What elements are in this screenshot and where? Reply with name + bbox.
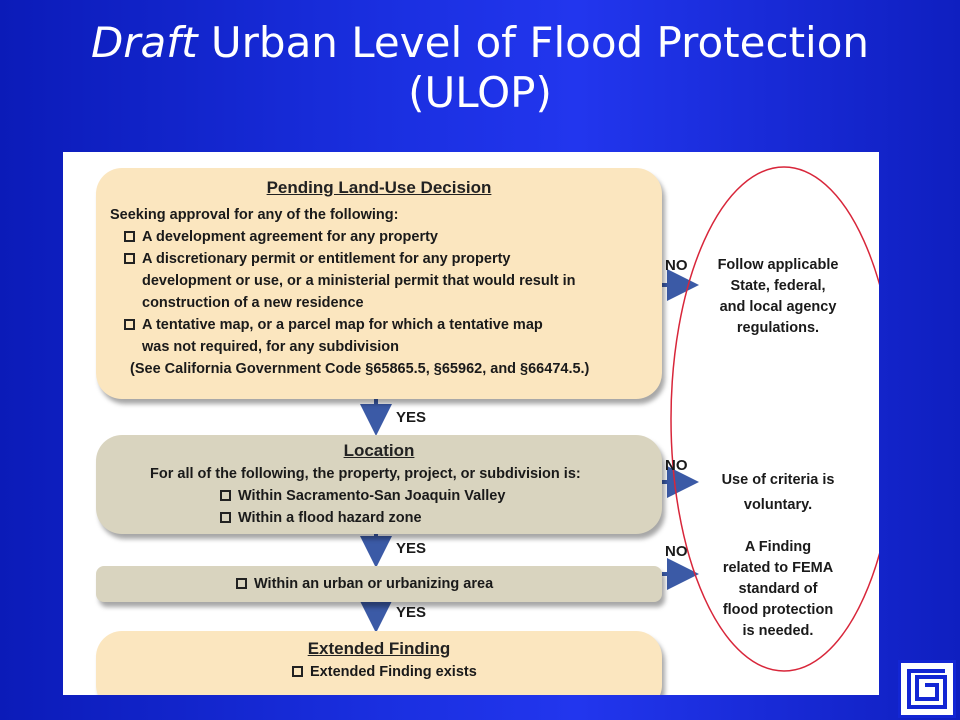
no-label: NO <box>665 543 688 560</box>
checkbox-icon <box>236 578 247 589</box>
flowchart-image: Pending Land-Use Decision Seeking approv… <box>63 152 879 695</box>
outcome-fema-finding: A Finding related to FEMA standard of fl… <box>722 539 834 639</box>
extended-finding-box: Extended Finding Extended Finding exists <box>96 631 662 695</box>
slide-title-line2: (ULOP) <box>408 68 552 117</box>
yes-label: YES <box>396 604 427 621</box>
list-item: A tentative map, or a parcel map for whi… <box>110 314 648 336</box>
list-item-continued: was not required, for any subdivision <box>142 339 400 355</box>
flowchart-connectors <box>360 166 879 672</box>
company-logo-icon <box>898 660 956 718</box>
yes-label: YES <box>396 540 427 557</box>
checkbox-icon <box>124 231 135 242</box>
code-reference-note: (See California Government Code §65865.5… <box>130 361 590 377</box>
yes-label: YES <box>396 409 427 426</box>
box-heading: Location <box>343 441 415 460</box>
company-logo-graphic <box>907 669 947 709</box>
slide-title: Draft Urban Level of Flood Protection (U… <box>0 18 960 118</box>
list-item: Extended Finding exists <box>110 661 648 683</box>
highlight-ellipse <box>670 166 879 672</box>
list-item: A discretionary permit or entitlement fo… <box>110 248 648 270</box>
list-item: Within a flood hazard zone <box>110 507 648 529</box>
list-item: A development agreement for any property <box>110 226 648 248</box>
list-item-continued: construction of a new residence <box>142 295 364 311</box>
box-heading: Extended Finding <box>307 639 451 658</box>
checkbox-icon <box>220 512 231 523</box>
box-heading: Pending Land-Use Decision <box>266 178 492 197</box>
slide-title-main: Urban Level of Flood Protection <box>197 18 870 67</box>
checkbox-icon <box>124 319 135 330</box>
slide-title-italic: Draft <box>90 18 198 67</box>
box-intro: For all of the following, the property, … <box>150 466 581 482</box>
no-label: NO <box>665 257 688 274</box>
pending-land-use-box: Pending Land-Use Decision Seeking approv… <box>96 168 662 399</box>
location-box: Location For all of the following, the p… <box>96 435 662 534</box>
outcome-voluntary: Use of criteria is voluntary. <box>721 472 835 513</box>
list-item: Within an urban or urbanizing area <box>236 573 648 595</box>
checkbox-icon <box>220 490 231 501</box>
outcome-follow-regulations: Follow applicable State, federal, and lo… <box>717 257 839 336</box>
no-label: NO <box>665 457 688 474</box>
list-item: Within Sacramento-San Joaquin Valley <box>110 485 648 507</box>
checkbox-icon <box>124 253 135 264</box>
urban-area-box: Within an urban or urbanizing area <box>96 566 662 602</box>
checkbox-icon <box>292 666 303 677</box>
list-item-continued: development or use, or a ministerial per… <box>142 273 576 289</box>
box-intro: Seeking approval for any of the followin… <box>110 207 399 223</box>
